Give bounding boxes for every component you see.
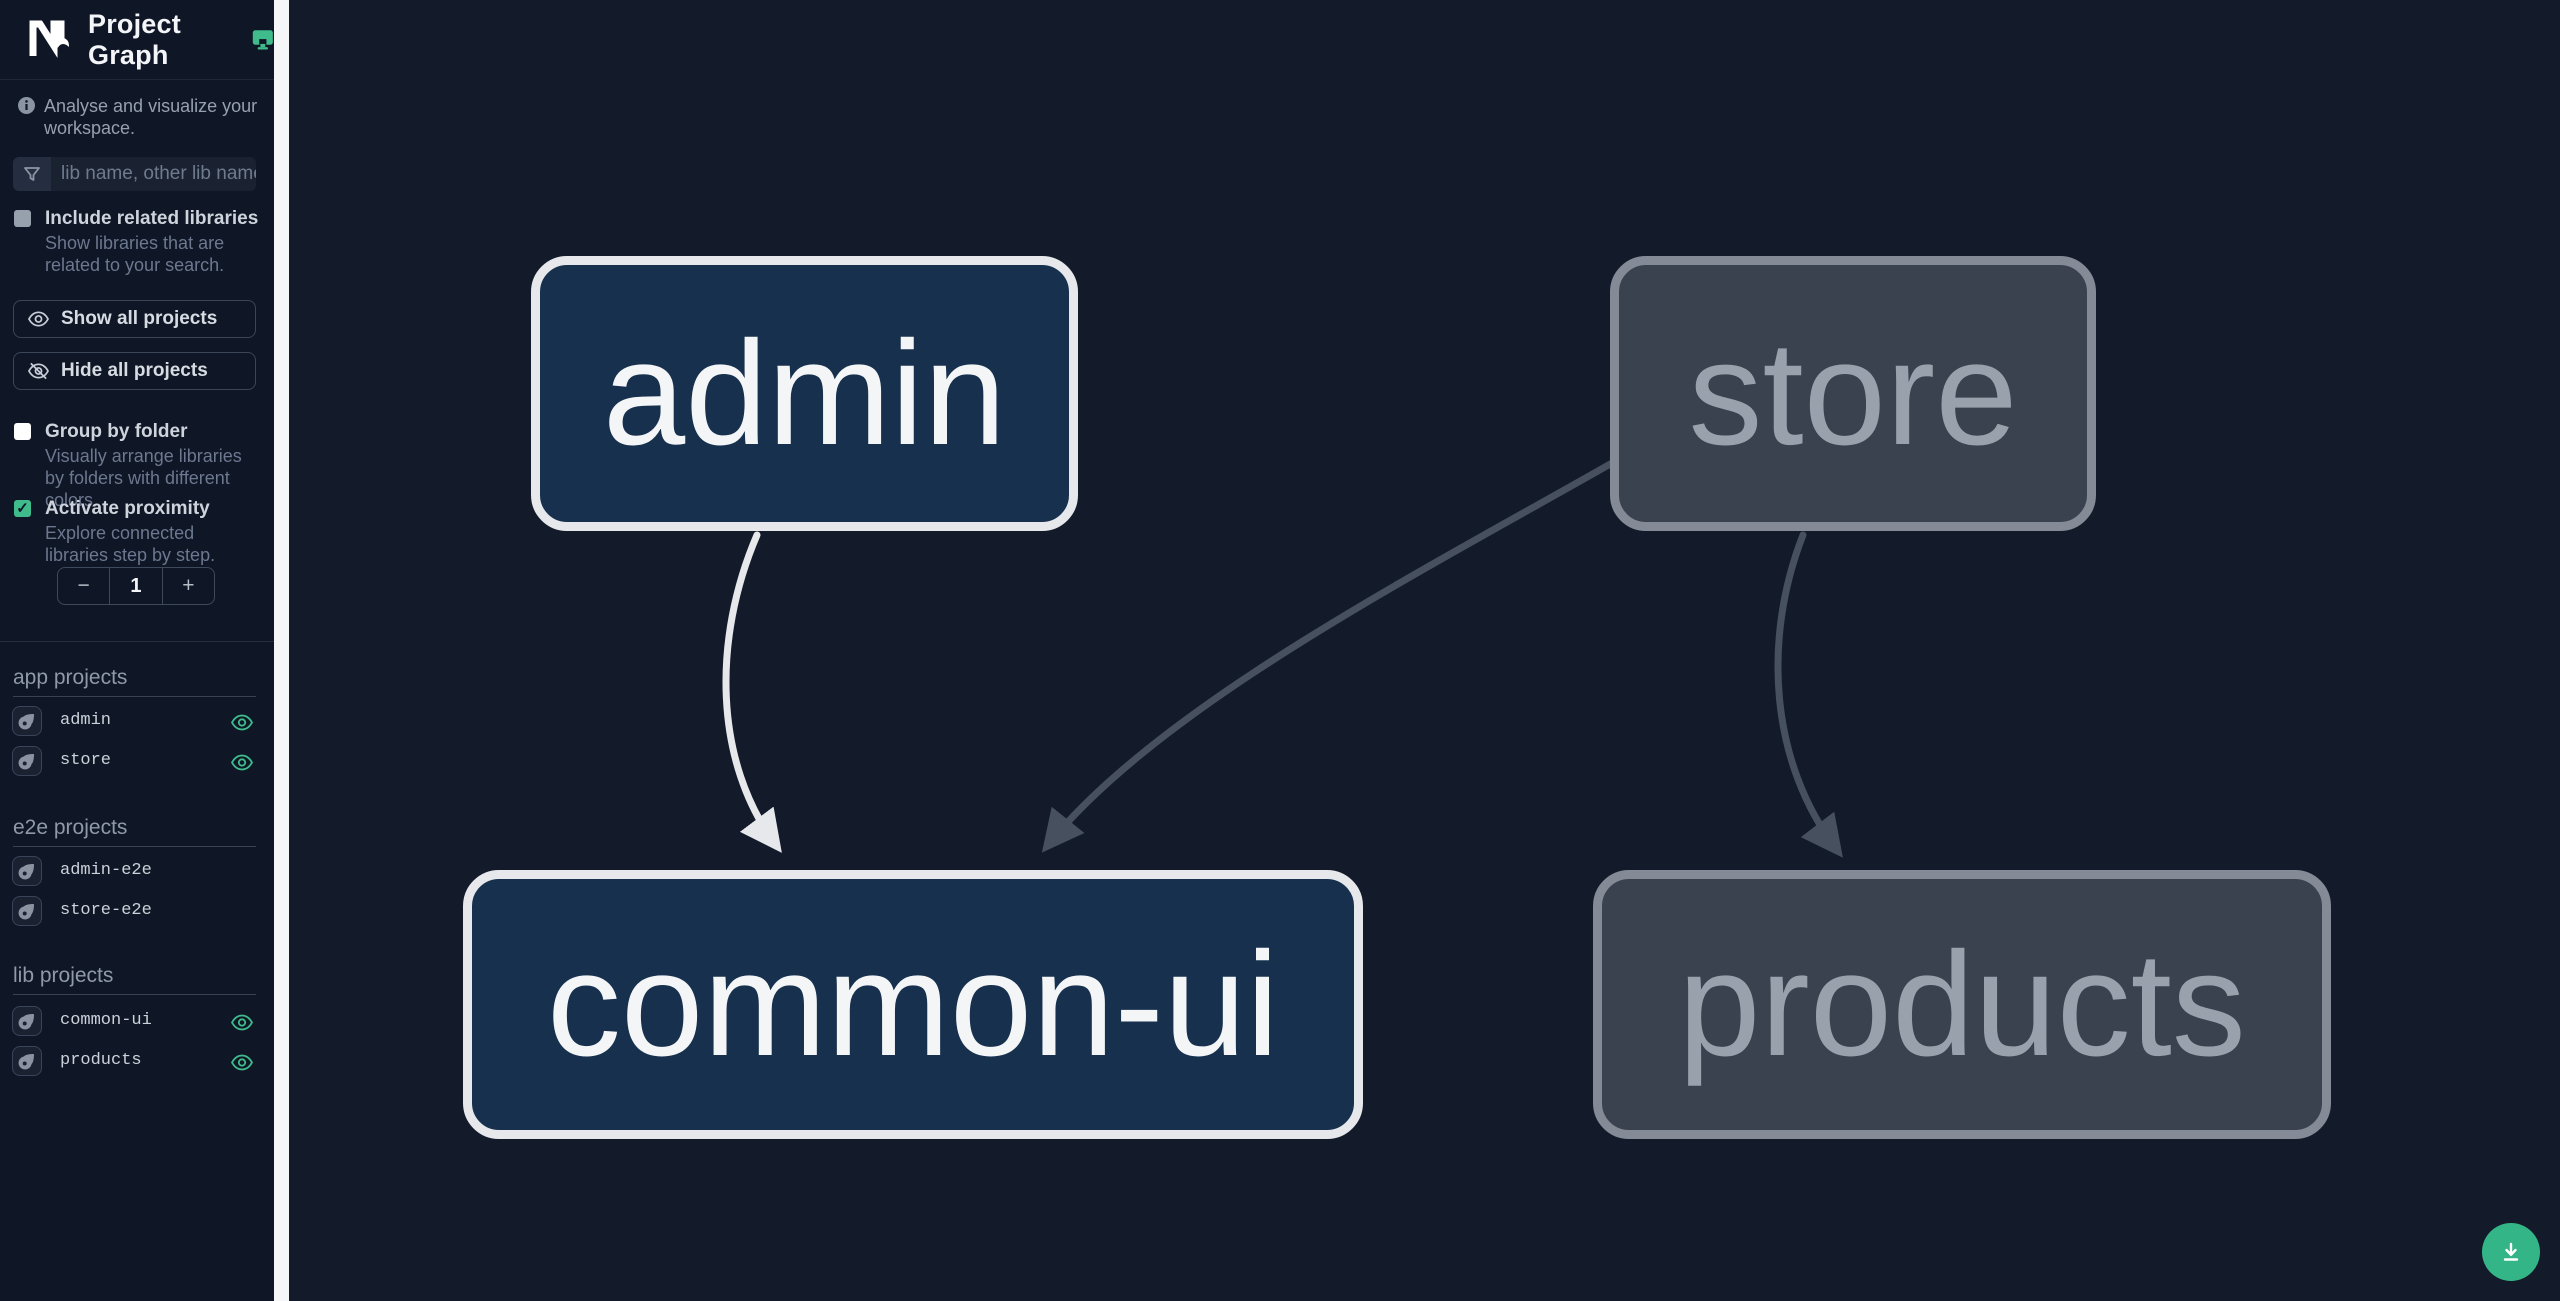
toggle-visibility-eye-icon[interactable]	[230, 1010, 254, 1034]
search-box	[13, 157, 256, 191]
nx-logo-icon	[29, 20, 69, 58]
project-name: store-e2e	[60, 901, 152, 920]
project-row-admin-e2e: admin-e2e	[12, 856, 258, 888]
project-row-store-e2e: store-e2e	[12, 896, 258, 928]
focus-project-icon	[18, 904, 34, 920]
focus-project-button[interactable]	[12, 1006, 42, 1036]
sidebar-canvas-divider	[274, 0, 289, 1301]
filter-funnel-icon	[13, 157, 51, 191]
project-name: common-ui	[60, 1011, 152, 1030]
eye-icon	[28, 311, 49, 327]
graph-node-store[interactable]: store	[1610, 256, 2096, 531]
section-title-e2e-projects: e2e projects	[13, 816, 256, 847]
intro-text: Analyse and visualize your workspace.	[44, 96, 258, 138]
project-row-admin: admin	[12, 706, 258, 738]
group-by-folder-label: Group by folder	[45, 421, 188, 442]
edge-admin-to-common-ui[interactable]	[722, 531, 782, 853]
download-graph-button[interactable]	[2482, 1223, 2540, 1281]
node-label: common-ui	[547, 921, 1279, 1087]
focus-project-icon	[18, 714, 34, 730]
eye-slash-icon	[28, 362, 49, 380]
project-row-store: store	[12, 746, 258, 778]
activate-proximity-label: Activate proximity	[45, 498, 210, 519]
proximity-increment-button[interactable]: +	[161, 568, 214, 604]
focus-project-button[interactable]	[12, 1046, 42, 1076]
toggle-visibility-eye-icon[interactable]	[230, 1050, 254, 1074]
group-by-folder-group: Group by folder Visually arrange librari…	[13, 421, 263, 511]
workspace-intro: Analyse and visualize your workspace.	[18, 95, 262, 139]
focus-project-button[interactable]	[12, 896, 42, 926]
group-by-folder-checkbox[interactable]	[14, 423, 31, 440]
group-by-folder-description: Visually arrange libraries by folders wi…	[45, 446, 242, 510]
project-name: admin	[60, 711, 112, 730]
focus-project-button[interactable]	[12, 706, 42, 736]
monitor-icon[interactable]	[252, 27, 274, 52]
graph-node-products[interactable]: products	[1593, 870, 2331, 1139]
include-related-description: Show libraries that are related to your …	[45, 233, 225, 275]
show-all-projects-label: Show all projects	[61, 308, 218, 329]
node-label: store	[1688, 310, 2018, 476]
node-label: admin	[602, 310, 1007, 476]
toggle-visibility-eye-icon[interactable]	[230, 750, 254, 774]
activate-proximity-group: ✓ Activate proximity Explore connected l…	[13, 498, 263, 566]
sidebar-header: Project Graph	[0, 0, 274, 80]
include-related-checkbox[interactable]	[14, 210, 31, 227]
node-label: products	[1678, 921, 2246, 1087]
section-title-app-projects: app projects	[13, 666, 256, 697]
project-name: admin-e2e	[60, 861, 152, 880]
focus-project-icon	[18, 864, 34, 880]
focus-project-icon	[18, 754, 34, 770]
focus-project-icon	[18, 1054, 34, 1070]
proximity-stepper: − 1 +	[57, 567, 215, 605]
project-row-common-ui: common-ui	[12, 1006, 258, 1038]
sidebar-divider	[0, 641, 274, 642]
focus-project-icon	[18, 1014, 34, 1030]
sidebar: Project Graph Analyse and visualize your…	[0, 0, 274, 1301]
focus-project-button[interactable]	[12, 856, 42, 886]
activate-proximity-checkbox[interactable]: ✓	[14, 500, 31, 517]
focus-project-button[interactable]	[12, 746, 42, 776]
edge-store-to-products[interactable]	[1774, 531, 1843, 858]
show-all-projects-button[interactable]: Show all projects	[13, 300, 256, 338]
graph-node-admin[interactable]: admin	[531, 256, 1078, 531]
include-related-label: Include related libraries	[45, 208, 259, 229]
project-row-products: products	[12, 1046, 258, 1078]
hide-all-projects-button[interactable]: Hide all projects	[13, 352, 256, 390]
toggle-visibility-eye-icon[interactable]	[230, 710, 254, 734]
proximity-decrement-button[interactable]: −	[77, 574, 90, 597]
edge-store-to-common-ui[interactable]	[1041, 459, 1616, 853]
hide-all-projects-label: Hide all projects	[61, 360, 208, 381]
proximity-value[interactable]: 1	[109, 568, 161, 604]
activate-proximity-description: Explore connected libraries step by step…	[45, 523, 216, 565]
app-title: Project Graph	[88, 8, 181, 70]
download-icon	[2503, 1242, 2519, 1261]
project-name: store	[60, 751, 112, 770]
section-title-lib-projects: lib projects	[13, 964, 256, 995]
project-name: products	[60, 1051, 142, 1070]
graph-node-common-ui[interactable]: common-ui	[463, 870, 1363, 1139]
include-related-group: Include related libraries Show libraries…	[13, 208, 263, 276]
search-input[interactable]	[51, 157, 256, 191]
info-icon	[18, 97, 35, 114]
